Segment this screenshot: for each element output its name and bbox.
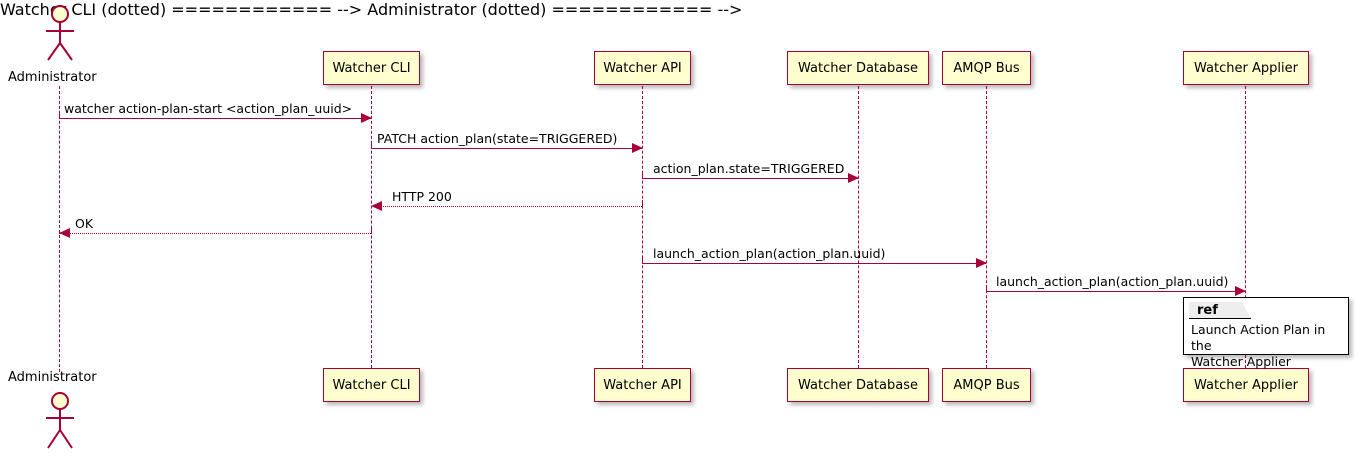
message-stub-m5 [371,227,372,234]
lifeline-watcher-applier [1245,86,1246,368]
message-stub-m4 [642,200,643,207]
message-line-m5 [59,233,371,234]
message-label-m6: launch_action_plan(action_plan.uuid) [653,246,886,261]
actor-label-administrator-top: Administrator [8,70,97,85]
participant-label: AMQP Bus [953,377,1020,393]
message-label-m1: watcher action-plan-start <action_plan_u… [64,101,353,116]
participant-label: Watcher Applier [1194,60,1298,76]
actor-stick-figure-icon [46,392,74,449]
arrow-head-m1 [361,113,372,123]
participant-watcher-cli-bottom[interactable]: Watcher CLI [323,368,420,402]
participant-watcher-applier-top[interactable]: Watcher Applier [1183,51,1309,85]
message-stub-m3 [642,172,643,179]
ref-body-text: Launch Action Plan in the Watcher Applie… [1191,322,1326,369]
ref-keyword-label: ref [1197,302,1218,318]
message-line-m2 [371,148,642,149]
participant-watcher-api-bottom[interactable]: Watcher API [594,368,691,402]
arrow-head-m4 [371,201,382,211]
arrow-head-m6 [976,258,987,268]
message-stub-m2 [371,142,372,149]
arrow-head-m7 [1235,286,1246,296]
message-stub-m7 [986,285,987,292]
participant-label: AMQP Bus [953,60,1020,76]
participant-watcher-cli-top[interactable]: Watcher CLI [323,51,420,85]
arrow-head-m3 [848,173,859,183]
message-label-m5: OK [75,216,94,231]
message-line-m4 [371,206,642,207]
message-line-m6 [642,263,986,264]
message-stub-m6 [642,257,643,264]
participant-label: Watcher API [603,377,682,393]
actor-administrator-top[interactable] [38,3,82,63]
participant-watcher-database-top[interactable]: Watcher Database [787,51,929,85]
participant-amqp-bus-bottom[interactable]: AMQP Bus [942,368,1031,402]
message-label-m7: launch_action_plan(action_plan.uuid) [996,274,1229,289]
arrow-head-m5 [59,228,70,238]
actor-stick-figure-icon [46,5,74,61]
message-label-m3: action_plan.state=TRIGGERED [653,161,845,176]
message-line-m3 [642,178,858,179]
actor-administrator-bottom[interactable] [38,390,82,452]
message-line-m7 [986,291,1245,292]
participant-label: Watcher API [603,60,682,76]
ref-keyword-tab: ref [1189,302,1251,319]
lifeline-watcher-database [858,86,859,368]
participant-label: Watcher CLI [332,60,411,76]
participant-watcher-database-bottom[interactable]: Watcher Database [787,368,929,402]
lifeline-watcher-api [642,86,643,368]
participant-amqp-bus-top[interactable]: AMQP Bus [942,51,1031,85]
message-label-m4: HTTP 200 [392,189,452,204]
participant-label: Watcher CLI [332,377,411,393]
participant-watcher-applier-bottom[interactable]: Watcher Applier [1183,368,1309,402]
arrow-head-m2 [632,143,643,153]
message-label-m2: PATCH action_plan(state=TRIGGERED) [377,131,618,146]
participant-watcher-api-top[interactable]: Watcher API [594,51,691,85]
ref-fragment[interactable]: ref Launch Action Plan in the Watcher Ap… [1183,297,1349,369]
participant-label: Watcher Applier [1194,377,1298,393]
message-line-m1 [59,118,371,119]
actor-label-administrator-bottom: Administrator [8,370,97,385]
participant-label: Watcher Database [798,60,918,76]
lifeline-amqp-bus [986,86,987,368]
message-stub-m1 [59,112,60,119]
participant-label: Watcher Database [798,377,918,393]
